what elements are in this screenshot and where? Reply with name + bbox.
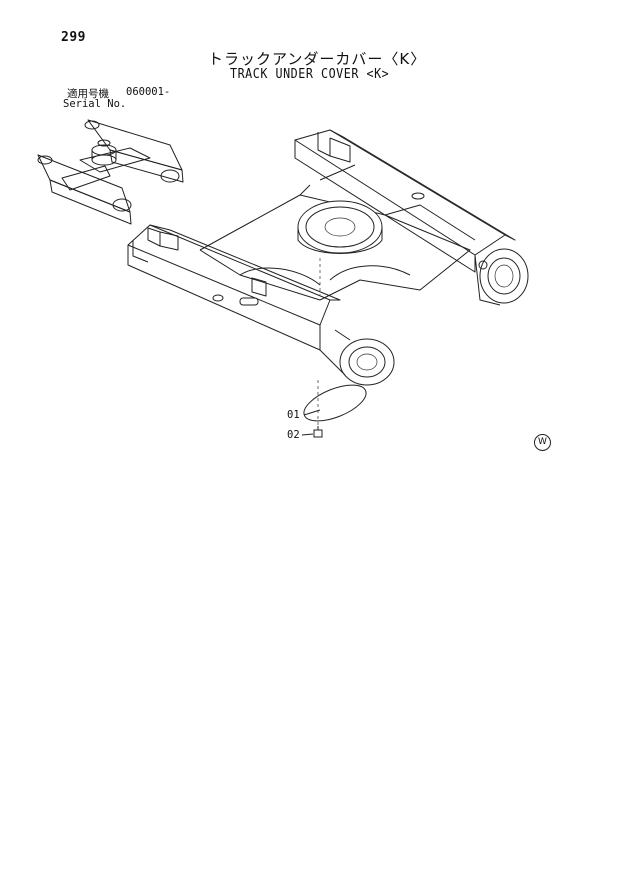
title-english: TRACK UNDER COVER <K> bbox=[230, 67, 390, 82]
overview-inset bbox=[37, 119, 184, 225]
callout-label-02: 02 bbox=[287, 429, 300, 441]
serial-label-japanese: 適用号機 bbox=[67, 88, 109, 100]
w-circle-mark: W bbox=[534, 434, 551, 451]
page-number: 299 bbox=[61, 30, 86, 45]
callout-label-01: 01 bbox=[287, 409, 300, 421]
track-frame bbox=[127, 129, 529, 386]
cover-plate bbox=[303, 380, 367, 435]
serial-value: 060001- bbox=[126, 86, 171, 98]
serial-label-english: Serial No. bbox=[63, 98, 127, 110]
bolt bbox=[301, 426, 323, 438]
title-japanese: トラックアンダーカバー〈K〉 bbox=[208, 50, 427, 68]
